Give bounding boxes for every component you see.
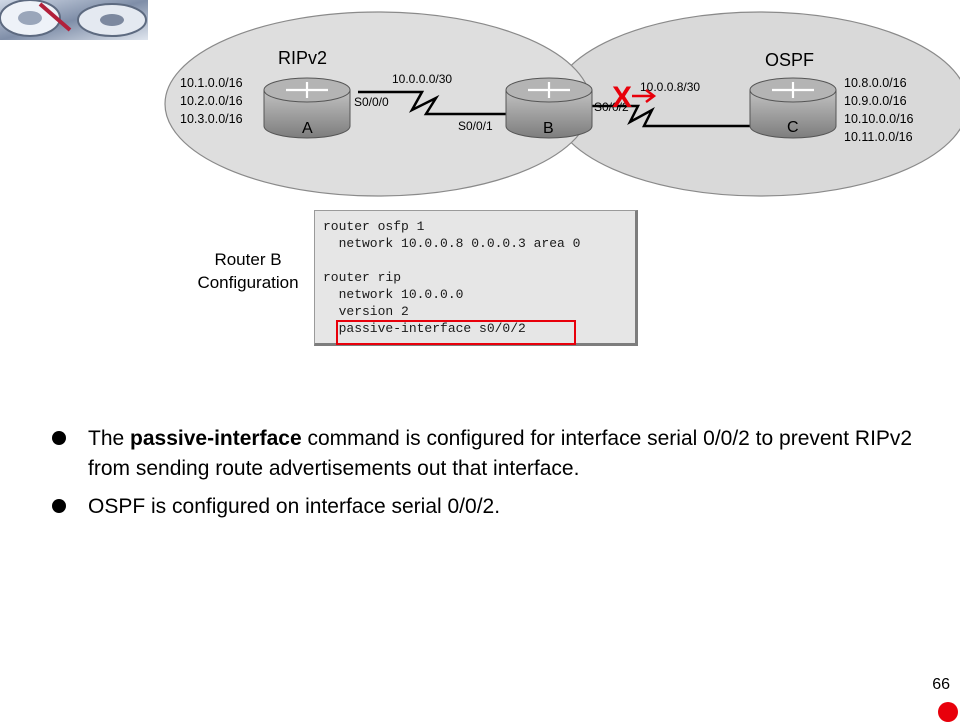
router-a <box>263 77 351 139</box>
bullet-item: The passive-interface command is configu… <box>52 424 932 484</box>
router-c-network: 10.10.0.0/16 <box>844 112 914 126</box>
bullet-dot-icon <box>52 499 66 513</box>
bullet-text-suffix: command is configured for interface seri… <box>88 427 913 480</box>
router-b-label: B <box>543 120 554 137</box>
bullet-text-bold: passive-interface <box>130 427 302 450</box>
network-diagram: RIPv2 OSPF A B C 10.1.0.0/16 10.2.0.0/16 <box>164 11 960 197</box>
router-icon <box>286 82 328 98</box>
config-line: passive-interface s0/0/2 <box>323 321 526 336</box>
router-icon <box>528 82 570 98</box>
router-b <box>505 77 593 139</box>
router-a-label: A <box>302 120 313 137</box>
advertisement-arrow-icon <box>632 89 657 103</box>
router-icon <box>772 82 814 98</box>
router-b-interface-right: S0/0/2 <box>594 100 629 114</box>
bullet-dot-icon <box>52 431 66 445</box>
config-line: network 10.0.0.8 0.0.0.3 area 0 <box>323 236 581 251</box>
config-label-line: Router B <box>214 250 282 269</box>
router-a-network: 10.3.0.0/16 <box>180 112 243 126</box>
link-ab-subnet: 10.0.0.0/30 <box>392 72 452 86</box>
navigation-dot-icon[interactable] <box>938 702 958 722</box>
config-line: network 10.0.0.0 <box>323 287 464 302</box>
blocked-x-mark: X <box>612 81 632 114</box>
bullet-text: OSPF is configured on interface serial 0… <box>88 495 501 518</box>
serial-link-ab <box>358 90 506 116</box>
router-b-config-panel: router osfp 1 network 10.0.0.8 0.0.0.3 a… <box>314 210 638 346</box>
ospf-region-title: OSPF <box>765 50 814 70</box>
router-a-network: 10.1.0.0/16 <box>180 76 243 90</box>
router-c-network: 10.9.0.0/16 <box>844 94 907 108</box>
router-c <box>749 77 837 139</box>
router-c-network: 10.8.0.0/16 <box>844 76 907 90</box>
config-line: version 2 <box>323 304 409 319</box>
router-b-interface-left: S0/0/1 <box>458 119 493 133</box>
bullet-item: OSPF is configured on interface serial 0… <box>52 492 932 522</box>
bullet-text-prefix: The <box>88 427 131 450</box>
router-c-network: 10.11.0.0/16 <box>844 130 913 144</box>
serial-link-bc <box>580 104 752 128</box>
page-number: 66 <box>932 676 950 693</box>
link-bc-subnet: 10.0.0.8/30 <box>640 80 700 94</box>
rip-region-title: RIPv2 <box>278 48 327 68</box>
router-c-label: C <box>787 119 799 136</box>
router-a-network: 10.2.0.0/16 <box>180 94 243 108</box>
passive-interface-highlight <box>336 320 576 345</box>
config-line: router rip <box>323 270 402 285</box>
corner-photo <box>0 0 148 40</box>
router-a-interface: S0/0/0 <box>354 95 389 109</box>
bullet-list: The passive-interface command is configu… <box>52 424 932 530</box>
config-line: router osfp 1 <box>323 219 425 234</box>
config-label-line: Configuration <box>197 273 299 292</box>
config-label: Router B Configuration <box>184 248 312 294</box>
